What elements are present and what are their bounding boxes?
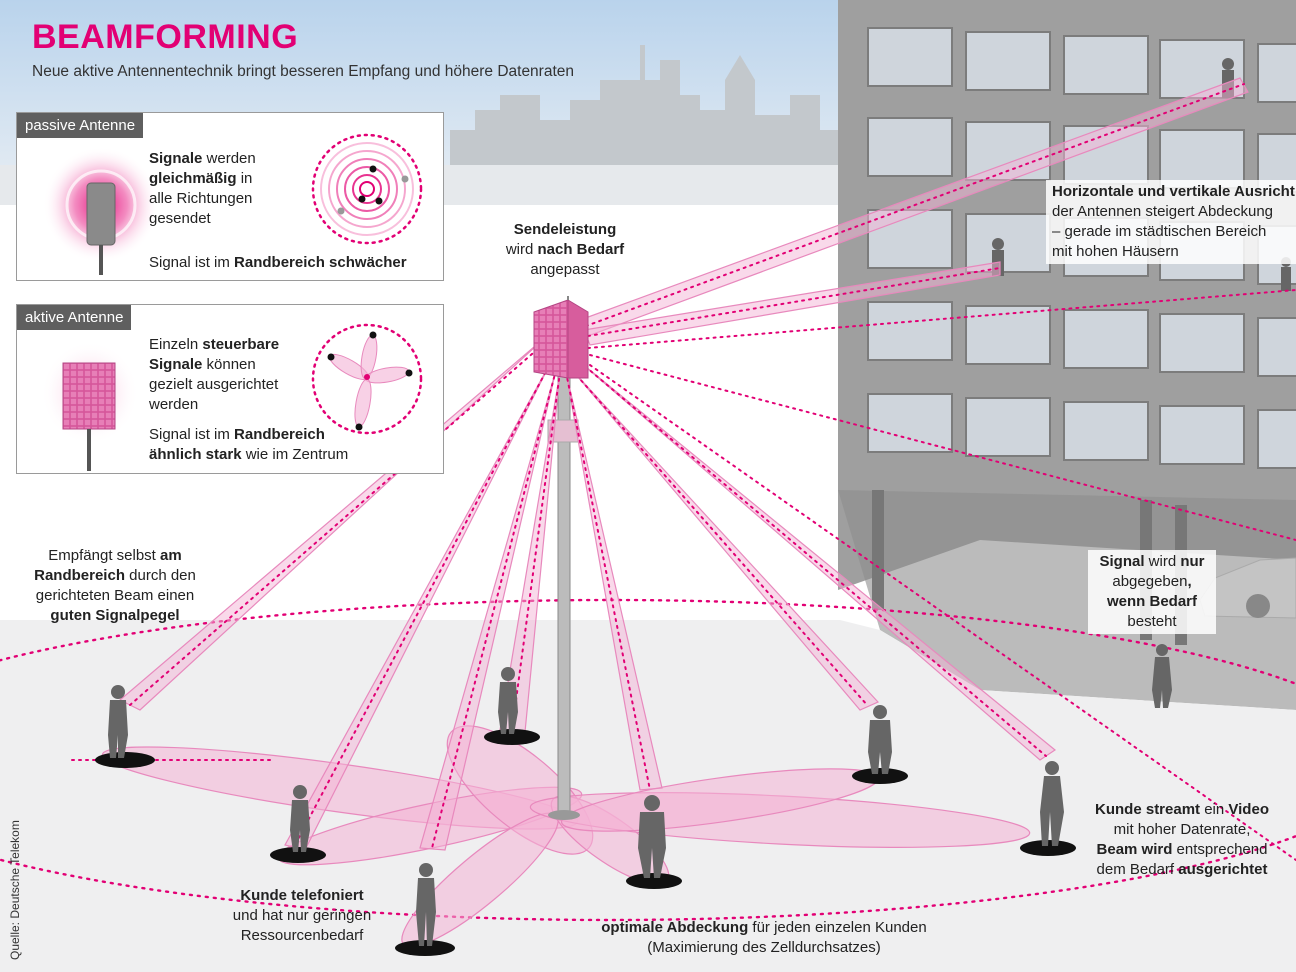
city-skyline [450, 45, 840, 200]
label-kunde-telefoniert: Kunde telefoniert und hat nur geringen R… [232, 887, 372, 944]
passive-antenna-panel: passive Antenne Signale werden gleichmäß… [16, 112, 444, 281]
label-optimale-abdeckung: optimale Abdeckung für jeden einzelen Ku… [601, 919, 927, 956]
page-subtitle: Neue aktive Antennentechnik bringt besse… [32, 63, 575, 80]
active-text-1: Einzeln steuerbare Signale können geziel… [149, 336, 280, 413]
label-empfaengt: Empfängt selbst am Randbereich durch den… [34, 547, 196, 624]
beam-axes [69, 83, 1296, 861]
page-title: BEAMFORMING [32, 18, 299, 56]
beam-down-left [419, 369, 557, 851]
active-antenna-tag: aktive Antenne [17, 305, 132, 330]
label-sendeleistung: Sendeleistung wird nach Bedarf angepasst [505, 221, 625, 278]
office-building [838, 0, 1296, 710]
passive-antenna-icon [43, 147, 159, 275]
passive-coverage-icon [311, 133, 423, 245]
active-coverage-icon [311, 323, 423, 435]
passive-text-1: Signale werden gleichmäßig in alle Richt… [149, 150, 256, 227]
active-antenna-panel-box: aktive Antenne Einzeln steuerbare Signal… [16, 304, 444, 474]
source-credit: Quelle: Deutsche Telekom [8, 820, 22, 960]
active-antenna-icon [41, 341, 139, 471]
active-antenna-panel [533, 296, 589, 379]
beam-right-person [571, 369, 880, 711]
passive-text-2: Signal ist im Randbereich schwächer [149, 254, 407, 271]
beam-down-right [565, 371, 663, 791]
label-horizontal: Horizontale und vertikale Ausricht der A… [1046, 180, 1296, 264]
label-signal-nur: Signal wird nur abgegeben, wenn Bedarf b… [1088, 550, 1216, 634]
passive-antenna-tag: passive Antenne [17, 113, 144, 138]
antenna-mast [547, 374, 580, 820]
people [95, 644, 1172, 956]
label-kunde-streamt: Kunde streamt ein Video mit hoher Datenr… [1095, 801, 1269, 878]
active-text-2: Signal ist im Randbereich ähnlich stark … [149, 426, 349, 463]
